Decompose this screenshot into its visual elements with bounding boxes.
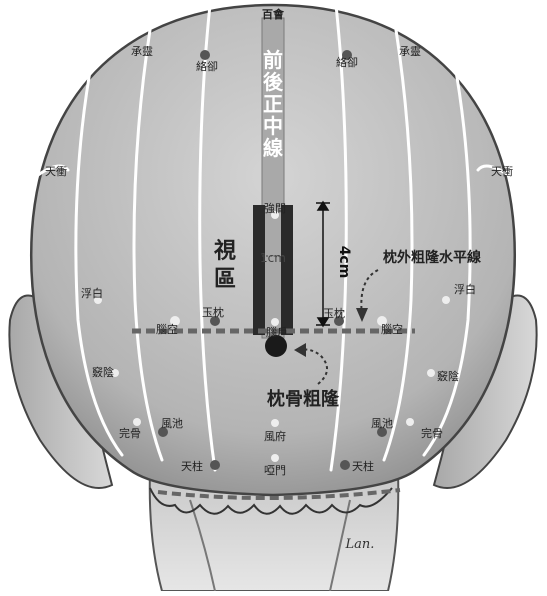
- luo-que-left-label: 絡卻: [196, 59, 218, 73]
- cheng-ling-right-label: 承靈: [399, 45, 421, 58]
- svg-text:前: 前: [263, 48, 283, 72]
- tian-chong-left-label: 天衝: [45, 164, 67, 178]
- fu-bai-right-label: 浮白: [454, 282, 476, 296]
- visual-area-label-1: 視: [214, 239, 236, 264]
- feng-chi-right-label: 風池: [371, 417, 393, 430]
- wan-gu-right-label: 完骨: [421, 426, 443, 440]
- fu-bai-left-label: 浮白: [81, 286, 103, 300]
- nao-kong-left-label: 腦空: [156, 322, 178, 336]
- midline-vertical-label: 前 後 正 中 線: [263, 48, 284, 160]
- tian-zhu-left-label: 天柱: [181, 459, 203, 473]
- qiao-yin-left-label: 竅陰: [92, 365, 114, 379]
- tian-zhu-right-label: 天柱: [352, 459, 374, 473]
- cheng-ling-left-label: 承靈: [131, 45, 153, 58]
- width-measure-label: 1cm: [260, 251, 286, 265]
- protuberance-label: 枕骨粗隆: [267, 388, 340, 410]
- qiao-yin-right-label: 竅陰: [437, 369, 459, 383]
- visual-area-label-2: 區: [214, 267, 236, 292]
- height-measure-label: 4cm: [336, 246, 352, 279]
- yu-zhen-right-label: 玉枕: [323, 306, 345, 320]
- nao-kong-right-label: 腦空: [381, 322, 403, 336]
- bai-hui-label: 百會: [262, 7, 285, 21]
- feng-fu-label: 風府: [264, 429, 286, 443]
- svg-text:後: 後: [263, 70, 284, 94]
- wan-gu-left-label: 完骨: [119, 426, 141, 440]
- svg-text:正: 正: [263, 92, 283, 116]
- nao-hu-label: 腦戶: [266, 325, 288, 339]
- ya-men-label: 啞門: [264, 464, 286, 477]
- luo-que-right-label: 絡卻: [336, 55, 358, 69]
- feng-chi-left-label: 風池: [161, 417, 183, 430]
- artist-signature: Lan.: [345, 537, 375, 552]
- svg-text:中: 中: [263, 114, 283, 138]
- protuberance-line-label: 枕外粗隆水平線: [383, 249, 481, 266]
- tian-chong-right-label: 天衝: [491, 164, 513, 178]
- yu-zhen-left-label: 玉枕: [202, 305, 224, 319]
- qiang-jian-label: 強間: [264, 202, 286, 215]
- svg-text:線: 線: [263, 136, 283, 160]
